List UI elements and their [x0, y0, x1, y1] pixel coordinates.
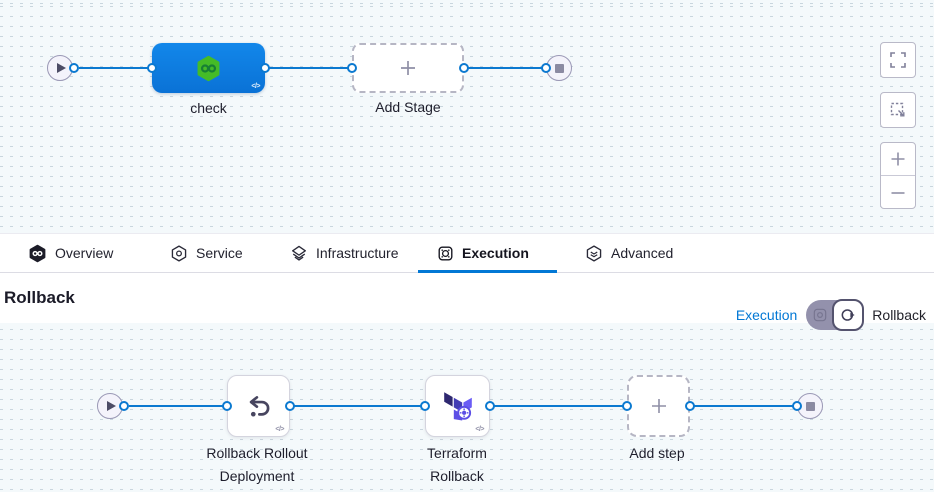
- pipeline-end-node: [546, 55, 572, 81]
- toggle-knob[interactable]: [832, 299, 865, 331]
- fullscreen-button[interactable]: [880, 42, 916, 78]
- execution-gear-icon: [438, 246, 453, 260]
- yaml-code-badge: </>: [275, 426, 284, 433]
- pipeline-edge: [468, 67, 542, 69]
- execution-rollback-toggle[interactable]: [806, 299, 865, 331]
- pipeline-edge: [79, 67, 148, 69]
- execution-mode-link[interactable]: Execution: [735, 307, 798, 323]
- pipeline-edge: [129, 405, 223, 407]
- stage-pipeline-canvas[interactable]: </> check Add Stage: [0, 0, 934, 233]
- plus-icon: [401, 61, 415, 75]
- stop-icon: [805, 401, 815, 411]
- edge-port: [685, 401, 695, 411]
- tab-label: Service: [196, 245, 243, 261]
- stage-node-check[interactable]: </>: [152, 43, 265, 93]
- advanced-hexagon-icon: [586, 244, 602, 262]
- play-icon: [57, 63, 66, 73]
- edge-port: [147, 63, 157, 73]
- rollback-pipeline-canvas[interactable]: </> Rollback Rollout Deployment </> Terr…: [0, 323, 934, 492]
- section-title: Rollback: [4, 288, 75, 307]
- undo-arrow-icon: [249, 396, 269, 417]
- zoom-in-button[interactable]: [881, 143, 915, 176]
- zoom-to-selection-button[interactable]: [880, 92, 916, 128]
- stop-icon: [554, 63, 564, 73]
- edge-port: [420, 401, 430, 411]
- tab-advanced[interactable]: Advanced: [585, 234, 673, 272]
- add-stage-label: Add Stage: [375, 99, 441, 115]
- edge-port: [459, 63, 469, 73]
- bottom-strip: [0, 492, 934, 500]
- tab-label: Execution: [462, 245, 529, 261]
- execution-rollback-switch-row: Execution Rollback: [735, 299, 926, 331]
- yaml-code-badge: </>: [475, 426, 484, 433]
- pipeline-edge: [494, 405, 623, 407]
- tab-label: Advanced: [611, 245, 674, 261]
- tab-service[interactable]: Service: [170, 234, 243, 272]
- pipeline-start-node: [97, 393, 123, 419]
- tab-label: Overview: [55, 245, 114, 261]
- fullscreen-icon: [890, 52, 906, 68]
- tab-label: Infrastructure: [316, 245, 399, 261]
- pipeline-end-node: [797, 393, 823, 419]
- service-hexagon-icon: [171, 244, 187, 262]
- add-step-button[interactable]: [627, 375, 690, 437]
- harness-hexagon-icon: [29, 244, 46, 262]
- execution-gear-icon: [814, 308, 827, 322]
- stage-label: check: [190, 100, 227, 116]
- tab-execution[interactable]: Execution: [437, 234, 529, 272]
- step-rollback-rollout-deployment[interactable]: </>: [227, 375, 290, 437]
- step-label: Rollback Rollout Deployment: [206, 445, 308, 484]
- rollback-section-header: Rollback Execution Rollback: [0, 272, 934, 331]
- zoom-in-icon: [891, 152, 905, 166]
- plus-icon: [651, 399, 666, 413]
- pipeline-start-node: [47, 55, 73, 81]
- active-tab-underline: [418, 270, 557, 273]
- play-icon: [107, 401, 116, 411]
- pipeline-edge: [694, 405, 793, 407]
- rollback-rerun-icon: [841, 309, 855, 321]
- harness-ci-green-hexagon-icon: [197, 55, 220, 81]
- edge-port: [347, 63, 357, 73]
- step-label: Terraform Rollback: [427, 445, 487, 484]
- zoom-controls: [880, 142, 916, 209]
- step-terraform-rollback[interactable]: </>: [425, 375, 490, 437]
- yaml-code-badge: </>: [251, 83, 260, 90]
- tab-infrastructure[interactable]: Infrastructure: [290, 234, 398, 272]
- edge-port: [622, 401, 632, 411]
- zoom-out-button[interactable]: [881, 176, 915, 209]
- edge-port: [792, 401, 802, 411]
- stage-tab-bar: Overview Service Infrastructure Executio…: [0, 233, 934, 273]
- add-step-label: Add step: [629, 445, 685, 461]
- terraform-logo-icon: [443, 392, 472, 421]
- zoom-out-icon: [891, 191, 905, 194]
- rollback-mode-label: Rollback: [872, 307, 926, 323]
- pipeline-edge: [294, 405, 421, 407]
- add-stage-button[interactable]: [352, 43, 464, 93]
- tab-overview[interactable]: Overview: [28, 234, 113, 272]
- fit-selection-icon: [890, 102, 905, 117]
- edge-port: [222, 401, 232, 411]
- edge-port: [541, 63, 551, 73]
- infrastructure-diamond-icon: [292, 245, 306, 261]
- edge-port: [285, 401, 295, 411]
- edge-port: [119, 401, 129, 411]
- edge-port: [260, 63, 270, 73]
- edge-port: [485, 401, 495, 411]
- edge-port: [69, 63, 79, 73]
- pipeline-edge: [269, 67, 348, 69]
